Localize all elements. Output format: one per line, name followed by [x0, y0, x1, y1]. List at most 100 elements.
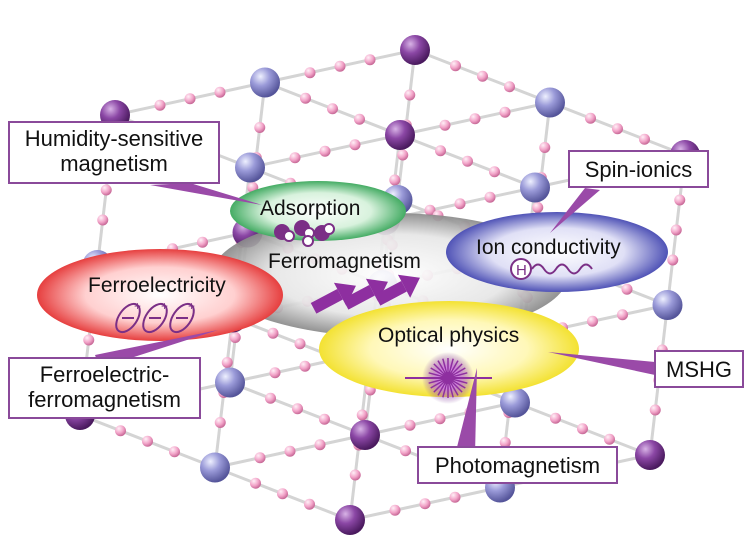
small-atom — [115, 425, 126, 437]
small-atom — [469, 113, 481, 125]
large-atom-lavender — [215, 367, 245, 398]
small-atom — [484, 191, 496, 203]
small-atom — [587, 315, 598, 327]
small-atom — [319, 413, 330, 425]
small-atom — [674, 194, 686, 206]
small-atom — [214, 86, 226, 98]
proton-icon: H — [510, 258, 593, 280]
ferroelectricity-oval — [37, 249, 283, 341]
small-atom — [604, 433, 615, 445]
callout-ferroelectric-ferromagnetism: Ferroelectric- ferromagnetism — [8, 357, 201, 419]
large-atom-lavender — [535, 87, 565, 118]
small-atom — [450, 60, 461, 72]
optical-physics-oval — [319, 301, 579, 397]
small-atom — [284, 445, 296, 457]
small-atom — [462, 155, 473, 167]
small-atom — [539, 142, 551, 153]
small-atom — [397, 149, 409, 161]
small-atom — [221, 357, 233, 368]
large-atom-lavender — [200, 452, 230, 483]
small-atom — [154, 99, 166, 111]
large-atom-purple — [385, 120, 415, 150]
light-burst-icon — [405, 352, 492, 404]
small-atom — [670, 224, 682, 236]
small-atom — [434, 413, 446, 425]
small-atom — [214, 417, 226, 428]
small-atom — [356, 409, 368, 421]
small-atom — [294, 338, 306, 350]
small-atom — [649, 404, 661, 416]
small-atom — [667, 254, 679, 266]
small-atom — [400, 445, 411, 457]
small-atom — [142, 435, 153, 447]
small-atom — [435, 145, 446, 157]
small-atom — [169, 446, 180, 458]
small-atom — [229, 332, 241, 343]
optical-physics-label: Optical physics — [378, 324, 519, 347]
small-atom — [585, 112, 596, 124]
small-atom — [100, 184, 112, 196]
small-atom — [83, 334, 95, 346]
adsorbed-molecules-icon — [274, 220, 335, 247]
small-atom — [300, 92, 311, 104]
large-atom-lavender — [500, 387, 530, 418]
large-atom-lavender — [652, 290, 683, 320]
small-atom — [577, 423, 588, 435]
small-atom — [449, 491, 461, 503]
small-atom — [314, 439, 326, 451]
small-atom — [504, 81, 515, 93]
small-atom — [250, 477, 261, 489]
small-atom — [499, 106, 511, 118]
small-atom — [97, 214, 109, 226]
small-atom — [354, 113, 365, 125]
small-atom — [299, 360, 311, 372]
small-atom — [254, 122, 266, 133]
callout-ferroelectric-line-2: ferromagnetism — [28, 387, 181, 412]
small-atom — [184, 93, 196, 105]
large-atom-lavender — [235, 152, 265, 183]
small-atom — [197, 236, 208, 248]
small-atom — [404, 89, 416, 101]
small-atom — [292, 403, 303, 415]
callout-spin-ionics: Spin-ionics — [568, 150, 709, 188]
small-atom — [439, 119, 451, 131]
callout-photomagnetism-text: Photomagnetism — [434, 453, 601, 478]
callout-mshg-text: MSHG — [666, 357, 732, 382]
small-atom — [327, 103, 338, 115]
large-atom-purple — [635, 440, 665, 470]
small-atom — [477, 70, 488, 82]
small-atom — [612, 123, 623, 135]
large-atom-lavender — [520, 172, 550, 203]
adsorption-oval — [230, 181, 406, 241]
ion-conductivity-oval — [446, 212, 668, 292]
adsorption-label: Adsorption — [260, 197, 360, 220]
proton-symbol: H — [516, 262, 527, 279]
small-atom — [404, 419, 416, 431]
dipole-plus-1: + — [134, 299, 141, 313]
callout-ferroelectric-line-1: Ferroelectric- — [39, 362, 170, 387]
callout-humidity-line-2: magnetism — [60, 151, 168, 176]
small-atom — [304, 498, 315, 510]
small-atom — [419, 498, 431, 510]
small-atom — [489, 166, 500, 178]
spin-arrows-icon — [310, 274, 420, 314]
ion-conductivity-label: Ion conductivity — [476, 236, 621, 259]
large-atom-purple — [350, 420, 380, 450]
small-atom — [289, 152, 301, 164]
small-atom — [254, 452, 266, 464]
small-atom — [364, 54, 376, 66]
small-atom — [454, 198, 466, 210]
callout-humidity-line-1: Humidity-sensitive — [24, 126, 204, 151]
small-atom — [617, 309, 628, 321]
small-atom — [639, 133, 650, 145]
small-atom — [269, 367, 281, 379]
callout-mshg: MSHG — [654, 350, 744, 388]
small-atom — [424, 204, 436, 216]
large-atom-purple — [400, 35, 430, 65]
small-atom — [349, 469, 361, 481]
dipole-plus-3: + — [188, 299, 195, 313]
small-atom — [319, 145, 331, 157]
small-atom — [389, 174, 401, 186]
small-atom — [265, 392, 276, 404]
